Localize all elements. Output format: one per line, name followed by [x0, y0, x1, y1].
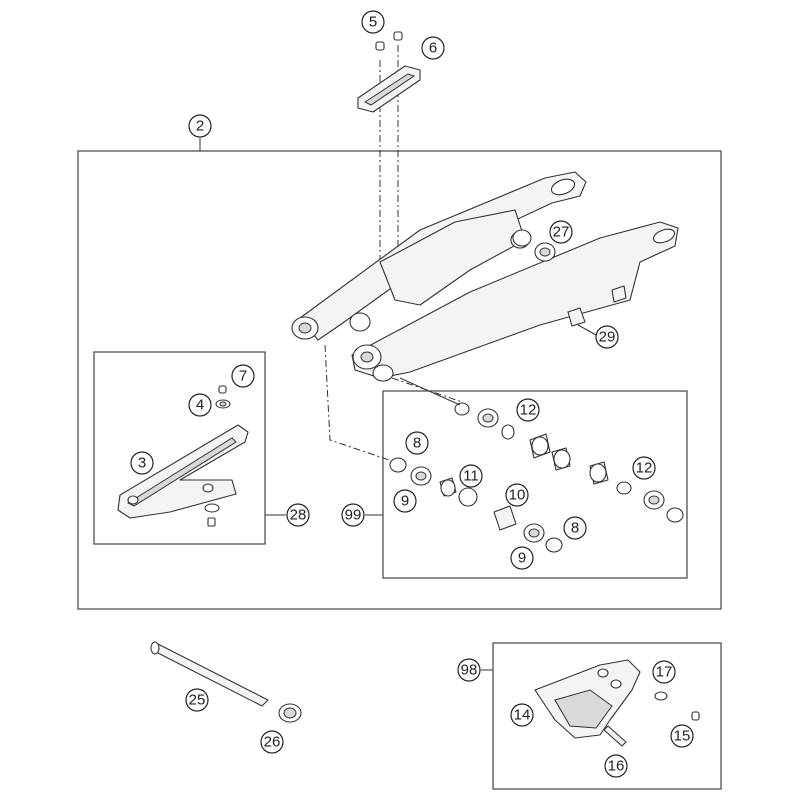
callout-15: 15 [670, 724, 694, 748]
svg-text:25: 25 [189, 692, 206, 709]
screw-part-15 [691, 711, 700, 721]
callout-4: 4 [188, 393, 212, 417]
callout-14: 14 [510, 703, 534, 727]
svg-text:2: 2 [196, 118, 204, 135]
callout-27: 27 [549, 220, 573, 244]
callout-12-right: 12 [632, 456, 656, 480]
callout-98: 98 [457, 658, 481, 682]
nut-part-17 [654, 691, 668, 701]
bolt-part-16 [603, 725, 627, 747]
svg-text:6: 6 [429, 40, 437, 57]
alignment-line-pivot-left [324, 344, 396, 463]
chain-slider-group-frame [93, 351, 266, 545]
svg-text:29: 29 [599, 329, 616, 346]
callout-28: 28 [286, 503, 310, 527]
callout-6: 6 [421, 36, 445, 60]
svg-text:27: 27 [553, 224, 570, 241]
callout-3: 3 [130, 451, 154, 475]
chain-slider-part-3 [117, 424, 249, 519]
axle-part-25 [150, 641, 269, 707]
svg-text:5: 5 [369, 14, 377, 31]
callout-2: 2 [188, 114, 212, 138]
svg-text:11: 11 [463, 468, 479, 485]
swingarm-group-frame [77, 150, 722, 610]
swingarm-part-2 [291, 171, 679, 382]
bearing-kit-parts [389, 377, 684, 553]
svg-text:8: 8 [571, 520, 579, 537]
bearing-kit-group-frame [382, 390, 688, 579]
callout-8-right: 8 [563, 516, 587, 540]
svg-text:12: 12 [636, 460, 653, 477]
svg-text:14: 14 [514, 707, 531, 724]
callout-17: 17 [652, 660, 676, 684]
svg-text:98: 98 [461, 662, 478, 679]
chain-guide-group-frame [492, 642, 722, 790]
callout-26: 26 [260, 730, 284, 754]
svg-text:3: 3 [138, 455, 146, 472]
svg-text:8: 8 [413, 435, 421, 452]
callout-25: 25 [185, 688, 209, 712]
nut-part-26 [278, 703, 302, 723]
svg-text:26: 26 [264, 734, 281, 751]
svg-text:9: 9 [518, 550, 526, 567]
chain-guide-part-14 [534, 659, 641, 739]
screw-part-7 [218, 385, 227, 394]
slider-washer [204, 503, 220, 527]
callout-16: 16 [604, 754, 628, 778]
svg-text:9: 9 [401, 493, 409, 510]
slider-pad-part-6 [357, 65, 421, 113]
svg-text:4: 4 [196, 397, 204, 414]
callout-9-left: 9 [393, 489, 417, 513]
callout-7: 7 [231, 364, 255, 388]
callout-5: 5 [361, 10, 385, 34]
svg-text:12: 12 [520, 402, 537, 419]
svg-text:17: 17 [656, 664, 673, 681]
callout-11: 11 [459, 464, 483, 488]
callout-8-left: 8 [405, 431, 429, 455]
svg-text:7: 7 [239, 368, 247, 385]
callout-29: 29 [595, 325, 619, 349]
svg-text:28: 28 [290, 507, 307, 524]
svg-text:10: 10 [509, 487, 526, 504]
callout-10: 10 [505, 483, 529, 507]
leader-29 [577, 324, 599, 337]
svg-text:16: 16 [608, 758, 625, 775]
svg-text:99: 99 [345, 507, 362, 524]
callout-9-right: 9 [510, 546, 534, 570]
callout-12-top: 12 [516, 398, 540, 422]
washer-part-4 [215, 399, 231, 409]
cap-part-27 [512, 229, 556, 262]
screw-part-5 [375, 31, 403, 51]
svg-text:15: 15 [674, 728, 691, 745]
callout-99: 99 [341, 503, 365, 527]
